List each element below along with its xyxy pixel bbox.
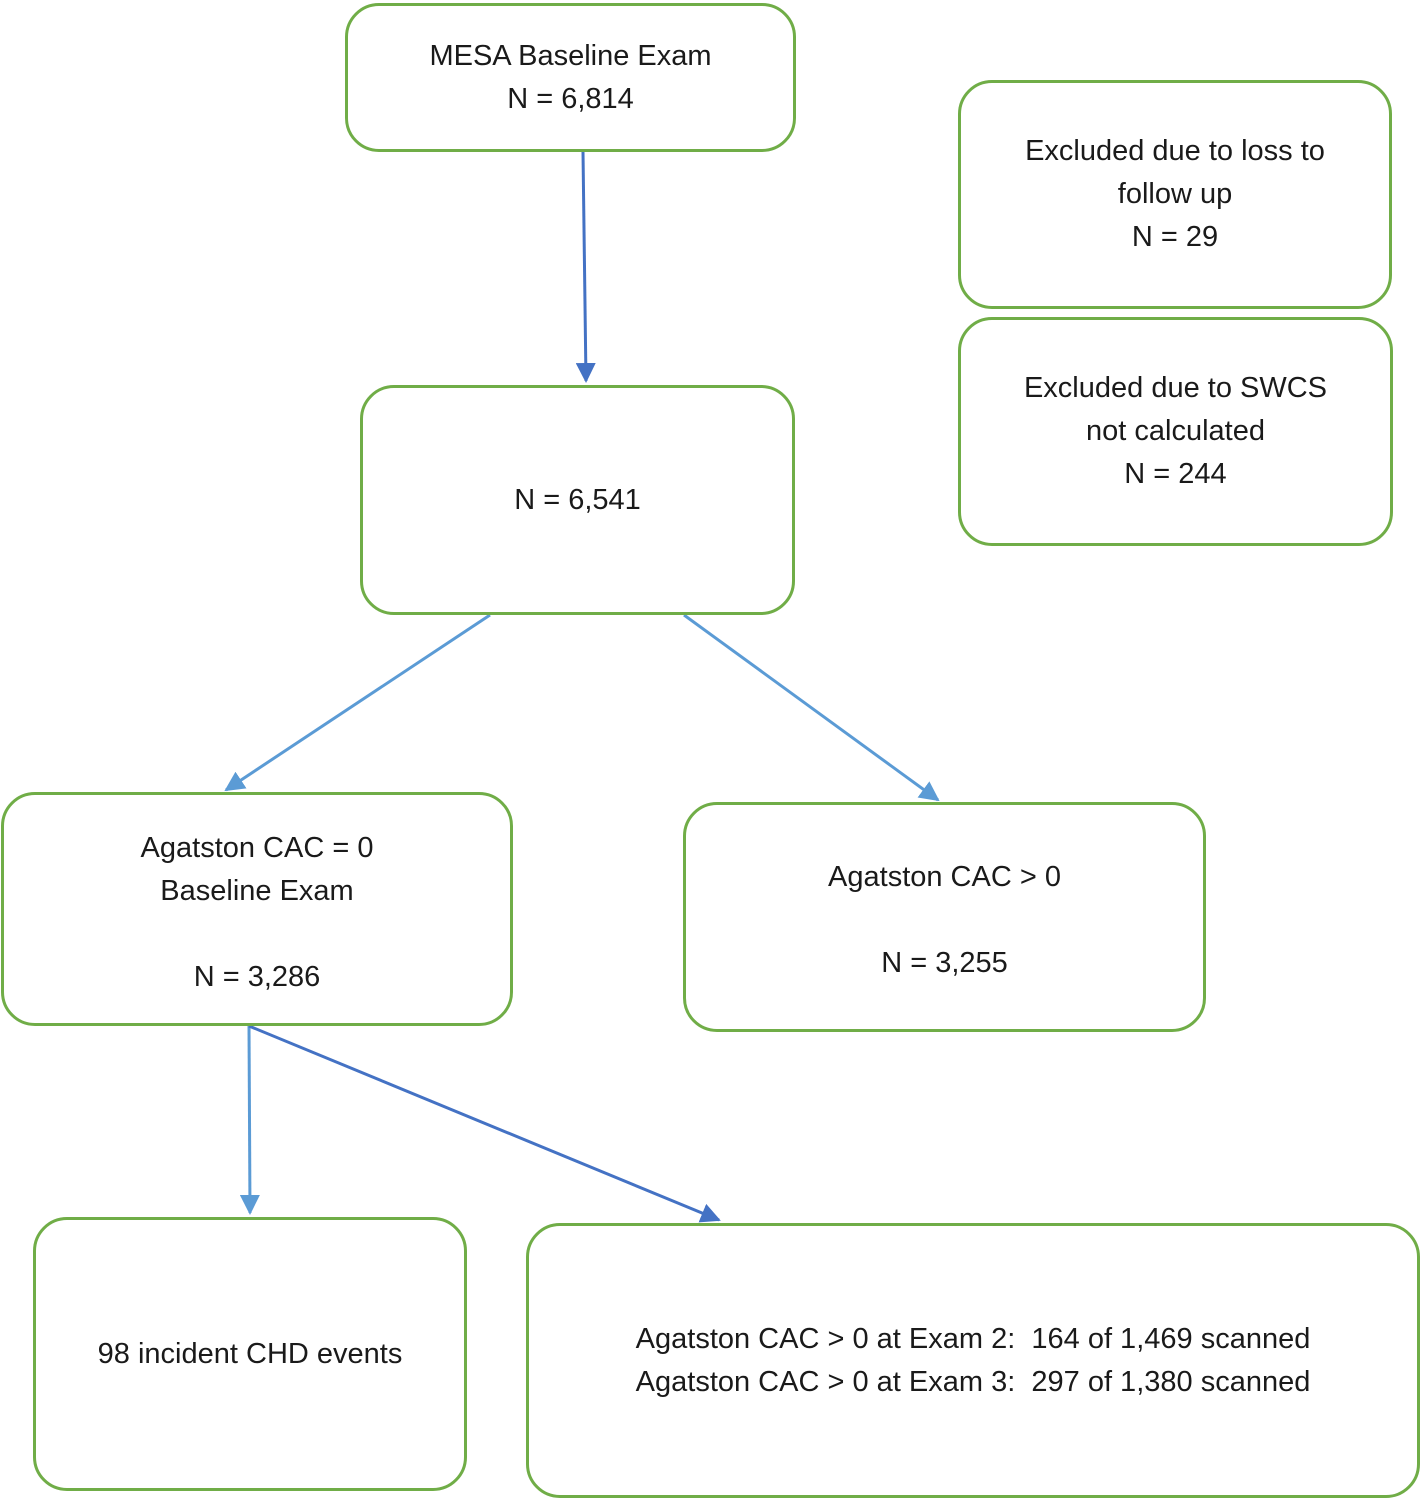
- arrow-cac0-to-exams: [248, 1024, 721, 1223]
- mesa-baseline-count: N = 6,814: [507, 82, 634, 115]
- incident-chd-label: 98 incident CHD events: [97, 1337, 403, 1370]
- arrow-cac0-to-chd: [239, 1025, 260, 1215]
- excluded-swcs-label-line2: not calculated: [1086, 415, 1265, 447]
- mesa-baseline-exam-box: MESA Baseline Exam N = 6,814: [345, 3, 796, 152]
- cac-zero-subtitle: Baseline Exam: [160, 875, 354, 907]
- excluded-loss-label-line2: follow up: [1117, 178, 1233, 210]
- cac-zero-count: N = 3,286: [193, 961, 321, 993]
- excluded-swcs-not-calculated-box: Excluded due to SWCS not calculated N = …: [958, 317, 1393, 546]
- cac-zero-title: Agatston CAC = 0: [140, 832, 374, 864]
- exam2-result: Agatston CAC > 0 at Exam 2: 164 of 1,469…: [635, 1322, 1311, 1355]
- arrow-baseline-to-n6541: [575, 151, 596, 383]
- analytic-cohort-count: N = 6,541: [514, 483, 641, 516]
- follow-up-exams-box: Agatston CAC > 0 at Exam 2: 164 of 1,469…: [526, 1223, 1420, 1498]
- incident-chd-box: 98 incident CHD events: [33, 1217, 467, 1491]
- excluded-swcs-count: N = 244: [1124, 458, 1227, 490]
- mesa-baseline-title: MESA Baseline Exam: [429, 39, 712, 72]
- arrow-n6541-to-cac0: [224, 613, 491, 792]
- cac-positive-title: Agatston CAC > 0: [828, 861, 1061, 893]
- arrow-n6541-to-cacpos: [683, 613, 940, 802]
- excluded-loss-label-line1: Excluded due to loss to: [1025, 135, 1325, 167]
- excluded-swcs-label-line1: Excluded due to SWCS: [1023, 372, 1328, 404]
- excluded-loss-to-follow-up-box: Excluded due to loss to follow up N = 29: [958, 80, 1392, 309]
- analytic-cohort-box: N = 6,541: [360, 385, 795, 615]
- excluded-loss-count: N = 29: [1131, 221, 1219, 253]
- cac-zero-box: Agatston CAC = 0 Baseline Exam N = 3,286: [1, 792, 513, 1026]
- cac-positive-box: Agatston CAC > 0 N = 3,255: [683, 802, 1206, 1032]
- exam3-result: Agatston CAC > 0 at Exam 3: 297 of 1,380…: [635, 1365, 1311, 1398]
- cac-positive-count: N = 3,255: [881, 947, 1008, 979]
